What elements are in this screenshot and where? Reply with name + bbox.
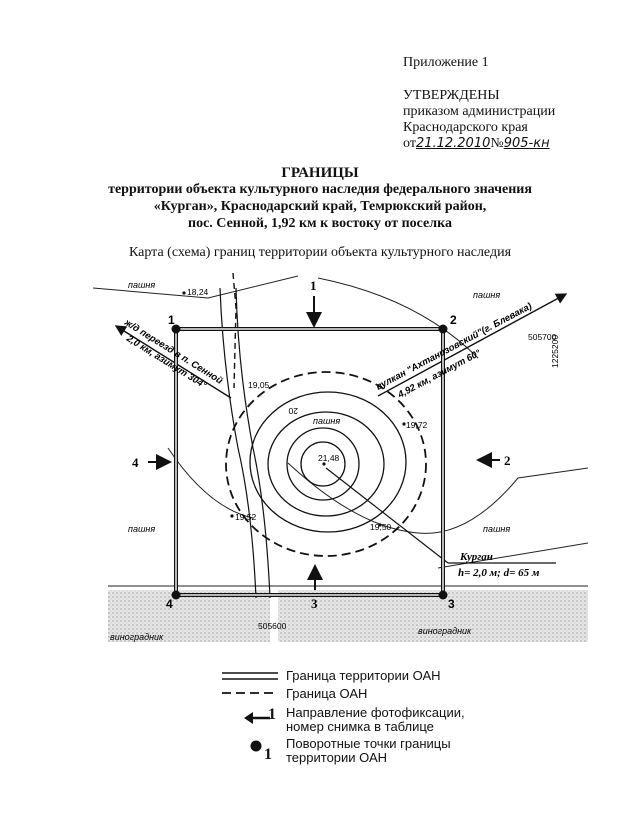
elevation-point	[402, 422, 406, 426]
doc-title: ГРАНИЦЫ	[281, 165, 359, 181]
photo-direction-3: 3	[307, 564, 323, 611]
doc-title-line-1: территории объекта культурного наследия …	[108, 182, 532, 197]
svg-text:3: 3	[311, 596, 318, 611]
approved-label: УТВЕРЖДЕНЫ	[403, 88, 500, 103]
contour-line	[249, 391, 407, 533]
svg-text:1: 1	[310, 278, 317, 293]
elevation-label: 19,05	[248, 380, 270, 390]
legend-photo-line1: Направление фотофиксации,	[286, 705, 465, 720]
legend-swatch-territory	[222, 672, 278, 680]
vineyard-area-left	[108, 590, 270, 642]
label-pashnya: пашня	[128, 280, 155, 290]
turn-point-2-label: 2	[450, 313, 457, 327]
legend-oan-label: Граница ОАН	[286, 686, 368, 701]
contour-line	[286, 427, 360, 501]
kurgan-pointer	[325, 467, 449, 564]
label-pashnya: пашня	[483, 524, 510, 534]
label-vinogradnik: виноградник	[418, 626, 472, 636]
direction-line-left	[114, 325, 232, 399]
order-no-label: №	[490, 136, 504, 151]
direction-line-right	[377, 293, 568, 397]
legend-turn-line2: территории ОАН	[286, 750, 388, 765]
vineyard-area-right	[278, 590, 588, 642]
appendix-label: Приложение 1	[403, 55, 489, 70]
elevation-label: 19,50	[370, 522, 392, 532]
turn-point-4-label: 4	[166, 597, 173, 611]
road	[219, 287, 257, 599]
legend-swatch-oan	[222, 692, 278, 694]
field-line	[92, 275, 299, 299]
elevation-label: 19,52	[235, 512, 257, 522]
legend-turn-num: 1	[264, 746, 272, 763]
photo-direction-2: 2	[476, 452, 511, 468]
elevation-point	[230, 514, 234, 518]
order-line-1: приказом администрации	[403, 104, 556, 119]
elevation-point	[378, 523, 382, 527]
photo-direction-1: 1	[306, 278, 322, 328]
boundary-map: 1 2 3 4 1 2 3 4 пашня пашня пашня пашня …	[92, 272, 588, 642]
track-dashed	[232, 272, 237, 389]
legend-turn-line1: Поворотные точки границы	[286, 736, 451, 751]
elevation-point	[322, 462, 326, 466]
field-line	[317, 277, 479, 359]
svg-text:4: 4	[132, 455, 139, 470]
elevation-label: 18,24	[187, 287, 209, 297]
label-pashnya: пашня	[128, 524, 155, 534]
turn-point-3-label: 3	[448, 597, 455, 611]
turn-point-3	[438, 590, 448, 600]
turn-point-2	[438, 324, 448, 334]
turn-point-1-label: 1	[168, 313, 175, 327]
order-line-2: Краснодарского края	[403, 120, 528, 135]
turn-point-4	[171, 590, 181, 600]
order-number: 905-кн	[503, 136, 550, 151]
label-vinogradnik: виноградник	[110, 632, 164, 642]
legend-territory-label: Граница территории ОАН	[286, 668, 441, 683]
order-prefix: от	[403, 136, 416, 151]
order-date: 21.12.2010	[415, 136, 491, 151]
order-line-3: от21.12.2010№905-кн	[403, 136, 550, 152]
elevation-label: 19,72	[406, 420, 428, 430]
road	[235, 287, 271, 599]
field-line	[287, 462, 588, 534]
legend-photo-line2: номер снимка в таблице	[286, 719, 434, 734]
contour-line	[300, 441, 346, 487]
grid-coordinate: 505600	[258, 621, 287, 631]
kurgan-dimensions: h= 2,0 м; d= 65 м	[458, 567, 540, 579]
doc-title-line-2: «Курган», Краснодарский край, Темрюкский…	[153, 199, 487, 214]
svg-text:2: 2	[504, 453, 511, 468]
turn-point-1	[171, 324, 181, 334]
legend-turn-point-icon	[250, 740, 262, 752]
territory-boundary-inner	[175, 328, 444, 596]
map-subtitle: Карта (схема) границ территории объекта …	[128, 245, 512, 260]
kurgan-name: Курган	[459, 551, 493, 563]
contour-label: 20	[288, 406, 298, 416]
legend-photo-arrow-icon	[244, 712, 270, 724]
photo-direction-4: 4	[132, 454, 172, 470]
label-pashnya: пашня	[473, 290, 500, 300]
field-line	[437, 542, 588, 569]
elevation-label: 21,48	[318, 453, 340, 463]
label-pashnya: пашня	[313, 416, 340, 426]
contour-line	[267, 411, 385, 517]
legend-photo-num: 1	[268, 706, 276, 723]
oan-boundary	[225, 371, 427, 557]
grid-coordinate: 505700	[528, 332, 557, 342]
doc-title-line-3: пос. Сенной, 1,92 км к востоку от поселк…	[188, 216, 452, 231]
grid-coordinate: 1225200	[550, 335, 560, 368]
elevation-point	[182, 291, 186, 295]
